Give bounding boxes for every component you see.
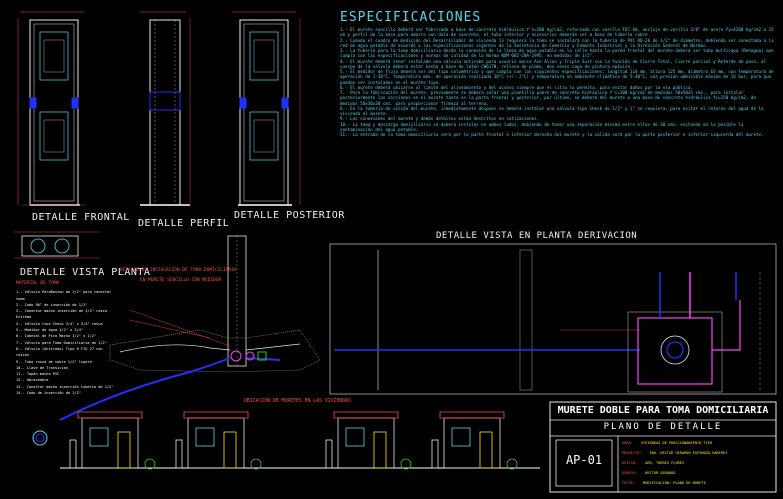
tb-value: HECTOR GERARDO xyxy=(645,471,676,475)
caption-instalacion-2: EN MURETE SENCILLO CON MEDIDOR xyxy=(140,278,222,283)
caption-instalacion-1: DETALLE DE INSTALACION DE TOMA DOMICILIA… xyxy=(120,268,237,273)
title-block-row: FECHA: MODIFICACION: PLANO DE MURETE xyxy=(622,481,706,485)
specs-title: ESPECIFICACIONES xyxy=(340,10,482,25)
tb-value: VIVIENDAS DE FRACCIONAMIENTO TIPO xyxy=(640,441,713,445)
title-block-row: OBRA: VIVIENDAS DE FRACCIONAMIENTO TIPO xyxy=(622,441,712,445)
tb-key: FECHA: xyxy=(622,481,635,485)
title-block-title: MURETE DOBLE PARA TOMA DOMICILIARIA xyxy=(557,405,769,416)
spec-paragraph: 2.- Cuando el cuadro de medición del Des… xyxy=(340,37,774,48)
legend-item: 14.- Codo de inserción de 1/2" xyxy=(16,391,81,396)
spec-paragraph: 1.- El murete sencillo deberá ser fabric… xyxy=(340,27,774,38)
tb-value: ING. HECTOR GERARDO ESPINOZA RAMIREZ xyxy=(649,451,728,455)
frontal-view-drawing xyxy=(17,11,86,206)
vista-planta-drawing xyxy=(14,231,100,259)
spec-paragraph: 4.- El murete deberá tener instalado una… xyxy=(340,58,767,69)
perfil-view-drawing xyxy=(140,11,191,206)
legend-item: 4.- Válvula tipo Check 3/4" x 3/4" rosca xyxy=(16,321,103,326)
housing-elevations xyxy=(60,411,540,470)
title-block-row: PROYECTO: ING. HECTOR GERARDO ESPINOZA RA… xyxy=(622,451,727,455)
caption-ubicacion: UBICACION DE MURETES EN LAS VIVIENDAS xyxy=(244,399,351,404)
sheet-code: AP-01 xyxy=(565,453,603,467)
specs-body: 1.- El murete sencillo deberá ser fabric… xyxy=(340,27,776,137)
tb-key: OBRA: xyxy=(622,441,633,445)
legend-item: 6.- Cabezal de Pico Macho 1/2" x 1/2" xyxy=(16,334,97,339)
spec-paragraph: 6.- El murete deberá ubicarse al límite … xyxy=(340,84,693,90)
planta-derivacion-drawing xyxy=(329,243,777,395)
installation-section-drawing xyxy=(32,235,321,446)
spec-paragraph: 5.- El medidor de flujo deberá ser del t… xyxy=(340,69,774,85)
tb-value: MODIFICACION: PLANO DE MURETE xyxy=(642,481,706,485)
spec-paragraph: 7.- Para la fabricación del murete, prev… xyxy=(340,90,756,106)
caption-vista-planta: DETALLE VISTA PLANTA xyxy=(20,267,151,278)
title-block-row: REVISO: ARQ. TORRES FLORES xyxy=(622,461,684,465)
title-block-frame xyxy=(549,401,777,493)
legend-item: 12.- Abrazadera xyxy=(16,378,49,383)
material-legend: MATERIAL DE TOMA 1.- Válvula ParaBoston … xyxy=(16,281,116,396)
spec-paragraph: 9.- Las conexiones del murete y demás de… xyxy=(340,116,540,122)
tb-key: PROYECTO: xyxy=(622,451,642,455)
caption-perfil: DETALLE PERFIL xyxy=(138,218,230,229)
spec-paragraph: 11.- La entrada de la toma domiciliaria … xyxy=(340,132,764,137)
spec-paragraph: 10.- La toma y descarga domiciliaria se … xyxy=(340,121,744,132)
spec-paragraph: 8.- En la tubería de salida del murete, … xyxy=(340,105,764,116)
caption-posterior: DETALLE POSTERIOR xyxy=(234,210,345,221)
legend-item: 11.- Tapón macho PVC xyxy=(16,372,60,377)
legend-item: 3.- Conector macho inserción de 1/2" ros… xyxy=(16,309,107,320)
tb-key: REVISO: xyxy=(622,461,638,465)
legend-item: 7.- Válvula para Toma Domiciliaria de 1/… xyxy=(16,340,107,345)
title-block-subtitle: PLANO DE DETALLE xyxy=(603,422,723,432)
posterior-view-drawing xyxy=(232,11,301,206)
legend-item: 1.- Válvula ParaBoston de 1/2" para cone… xyxy=(16,290,112,301)
title-block-row: DIBUJO: HECTOR GERARDO xyxy=(622,471,675,475)
caption-planta-derivacion: DETALLE VISTA EN PLANTA DERIVACION xyxy=(436,231,638,241)
legend-title: MATERIAL DE TOMA xyxy=(16,281,60,286)
tb-key: DIBUJO: xyxy=(622,471,638,475)
caption-frontal: DETALLE FRONTAL xyxy=(32,212,130,223)
legend-item: 8.- Válvula (Antirobo) Tipo 6 FIG 27 con… xyxy=(16,346,103,358)
tb-value: ARQ. TORRES FLORES xyxy=(645,461,685,465)
legend-item: 5.- Medidor de agua 1/2" x 3/4" xyxy=(16,328,84,333)
legend-item: 13.- Conector macho inserción tubería de… xyxy=(16,384,114,389)
legend-item: 9.- Tubo rosca de cobre 1/2" ligera xyxy=(16,359,92,364)
legend-item: 10.- Llave de Transición xyxy=(16,365,68,370)
spec-paragraph: 3.- La tubería para la toma domiciliaria… xyxy=(340,48,774,59)
legend-item: 2.- Codo 90° de inserción de 1/2" xyxy=(16,302,88,307)
